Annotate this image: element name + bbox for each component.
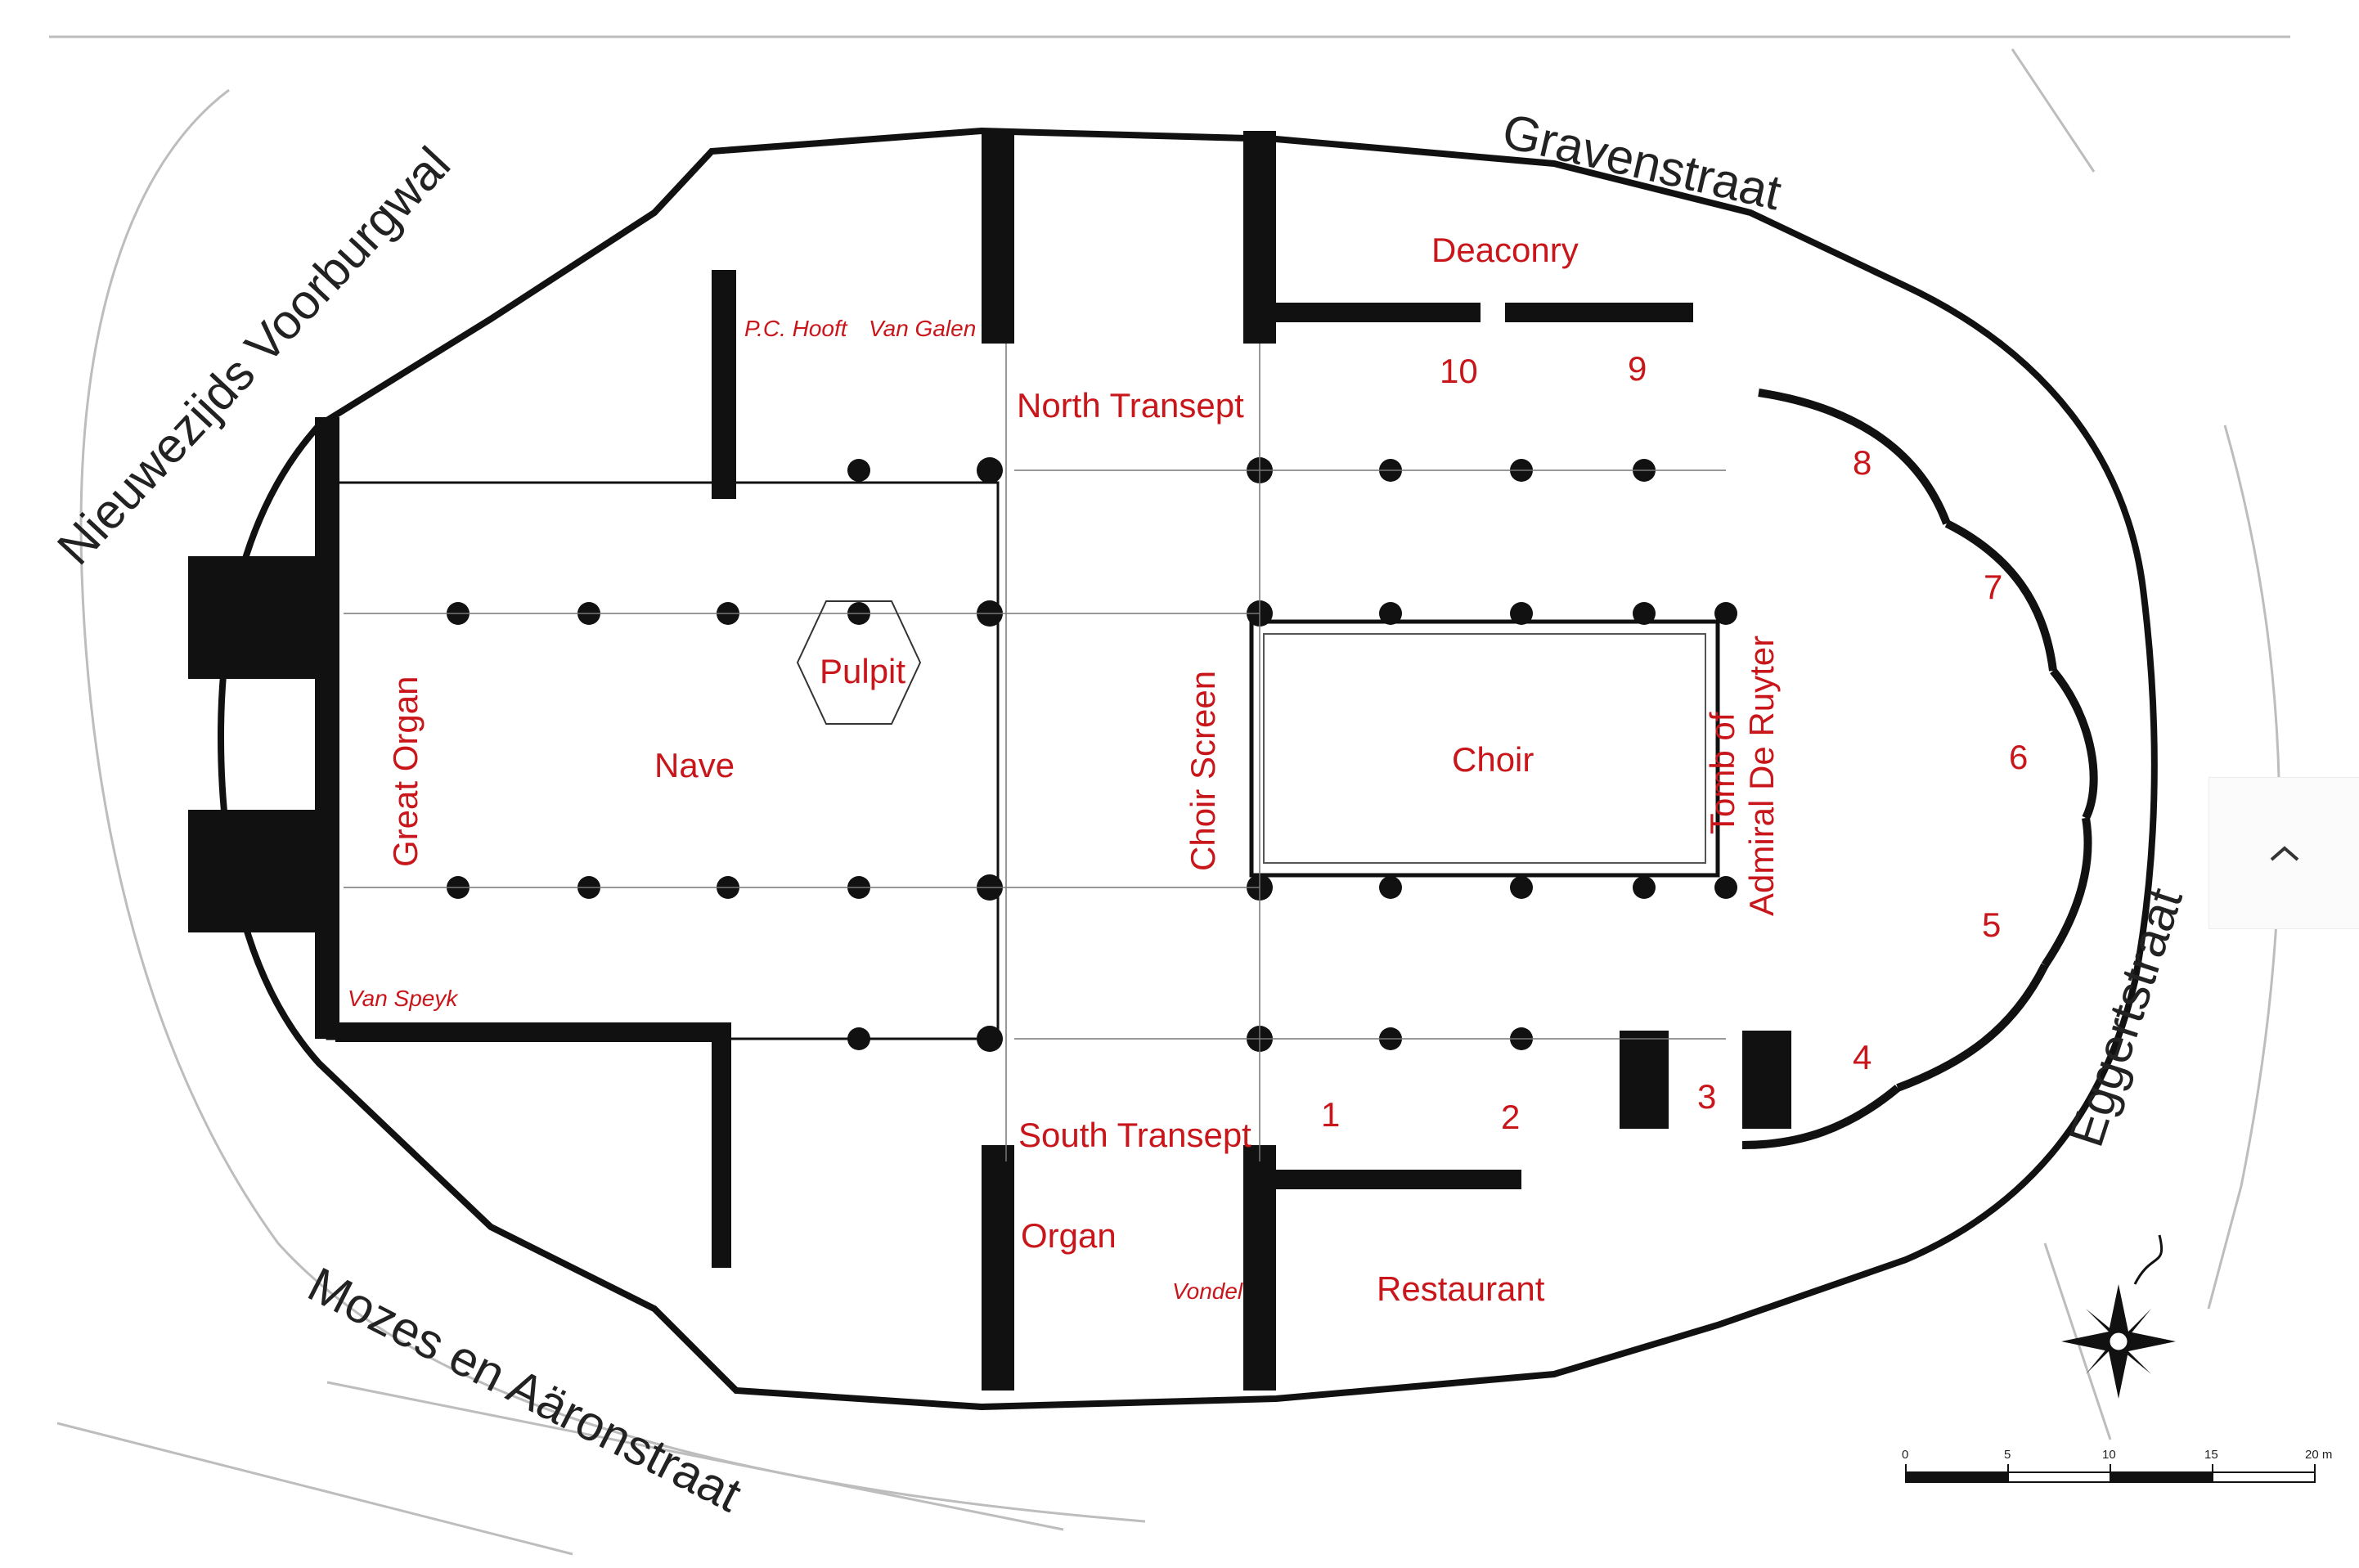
compass-rose-icon — [2061, 1234, 2176, 1399]
scale-tick-20: 20 m — [2305, 1448, 2333, 1462]
chapel-8: 8 — [1853, 443, 1872, 482]
label-restaurant: Restaurant — [1377, 1269, 1545, 1308]
label-pc-hooft: P.C. Hooft — [744, 316, 847, 341]
scale-tick-0: 0 — [1902, 1448, 1909, 1462]
apse-chapels — [1741, 389, 2098, 1149]
chapel-9: 9 — [1628, 349, 1647, 388]
label-organ: Organ — [1021, 1216, 1117, 1255]
scale-bar — [1905, 1464, 2316, 1483]
label-south-transept: South Transept — [1018, 1116, 1251, 1154]
chevron-up-icon — [2270, 846, 2299, 861]
chapel-6: 6 — [2009, 738, 2029, 776]
label-choir: Choir — [1452, 740, 1534, 779]
chapel-3: 3 — [1697, 1077, 1717, 1116]
chapel-5: 5 — [1982, 905, 2002, 944]
choir-enclosure — [1249, 619, 1720, 878]
label-great-organ: Great Organ — [386, 676, 425, 867]
label-deaconry: Deaconry — [1431, 231, 1579, 269]
label-pulpit: Pulpit — [820, 652, 906, 690]
chapel-7: 7 — [1984, 568, 2003, 606]
scale-tick-10: 10 — [2102, 1448, 2116, 1462]
scale-tick-5: 5 — [2004, 1448, 2011, 1462]
label-choir-screen: Choir Screen — [1184, 670, 1222, 871]
label-north-transept: North Transept — [1017, 386, 1244, 425]
chapel-2: 2 — [1501, 1098, 1521, 1136]
label-tomb-line2: Admiral De Ruyter — [1742, 635, 1781, 916]
label-nave: Nave — [654, 746, 735, 784]
grid-lines — [344, 344, 1726, 1161]
chapel-4: 4 — [1853, 1038, 1872, 1076]
label-van-galen: Van Galen — [869, 316, 977, 341]
scroll-top-button[interactable] — [2208, 777, 2359, 929]
pulpit-shape — [796, 600, 922, 725]
label-van-speyk: Van Speyk — [348, 986, 458, 1011]
chapel-1: 1 — [1321, 1095, 1341, 1134]
chapel-10: 10 — [1440, 352, 1478, 390]
label-tomb-line1: Tomb of — [1703, 712, 1741, 834]
scale-tick-15: 15 — [2204, 1448, 2218, 1462]
heavy-walls — [188, 131, 1791, 1391]
church-outline — [217, 127, 2158, 1411]
label-vondel: Vondel — [1172, 1278, 1243, 1304]
